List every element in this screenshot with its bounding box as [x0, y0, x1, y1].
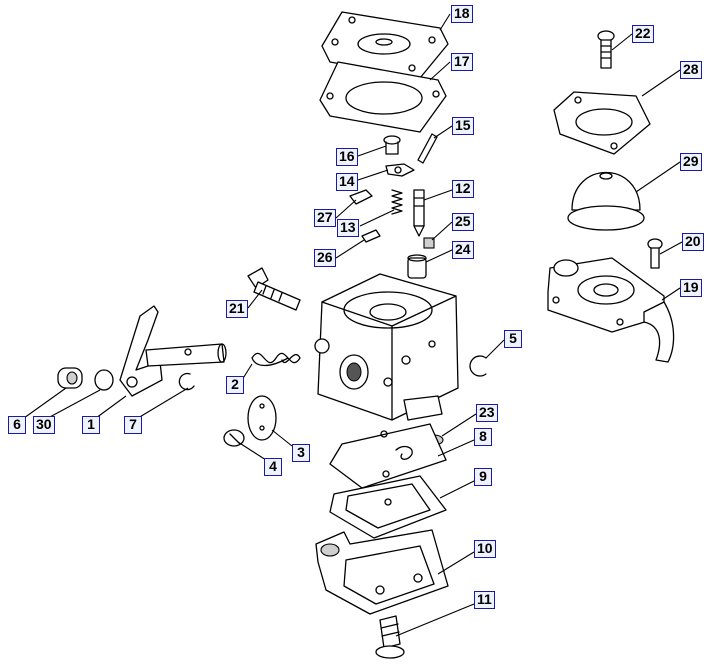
part-7-clip	[178, 372, 195, 391]
part-26-piece	[361, 229, 381, 243]
part-15-pin	[417, 133, 438, 164]
part-30-washer	[94, 369, 114, 391]
part-8-diaphragm	[329, 423, 447, 489]
part-24-jet	[407, 254, 427, 279]
callout-16[interactable]: 16	[336, 148, 358, 166]
part-29-primer-bulb	[567, 172, 645, 231]
carburetor-body	[314, 273, 459, 421]
callout-19[interactable]: 19	[680, 279, 702, 297]
callout-10[interactable]: 10	[474, 540, 496, 558]
callout-9[interactable]: 9	[474, 468, 492, 486]
part-3-plate	[247, 395, 277, 441]
callout-17[interactable]: 17	[451, 53, 473, 71]
part-22-screw	[597, 30, 615, 69]
callout-28[interactable]: 28	[680, 61, 702, 79]
callout-1[interactable]: 1	[82, 416, 100, 434]
part-1-throttle-shaft	[119, 305, 227, 397]
callout-23[interactable]: 23	[476, 404, 498, 422]
callout-22[interactable]: 22	[632, 25, 654, 43]
callout-20[interactable]: 20	[682, 233, 704, 251]
part-12-needle	[413, 189, 425, 237]
callout-18[interactable]: 18	[451, 5, 473, 23]
part-17-gasket	[319, 61, 447, 133]
callout-3[interactable]: 3	[292, 444, 310, 462]
callout-15[interactable]: 15	[452, 117, 474, 135]
callout-27[interactable]: 27	[314, 209, 336, 227]
callout-8[interactable]: 8	[474, 428, 492, 446]
part-21-adjusting-screw	[247, 267, 301, 311]
callout-25[interactable]: 25	[452, 213, 474, 231]
callout-4[interactable]: 4	[264, 458, 282, 476]
callout-30[interactable]: 30	[33, 416, 55, 434]
part-5-clip	[469, 355, 487, 377]
callout-21[interactable]: 21	[226, 300, 248, 318]
part-11-screw	[375, 615, 405, 659]
callout-14[interactable]: 14	[336, 173, 358, 191]
part-25-plug	[423, 237, 435, 249]
callout-24[interactable]: 24	[452, 241, 474, 259]
part-16-screw	[383, 135, 401, 155]
callout-2[interactable]: 2	[226, 376, 244, 394]
part-14-lever	[385, 163, 415, 177]
callout-12[interactable]: 12	[452, 180, 474, 198]
part-6-bushing	[57, 367, 83, 389]
part-28-gasket	[553, 91, 651, 155]
callout-5[interactable]: 5	[504, 330, 522, 348]
part-10-cover	[315, 529, 449, 615]
part-9-gasket	[329, 475, 447, 539]
part-19-pump-body	[547, 257, 675, 363]
callout-7[interactable]: 7	[124, 416, 142, 434]
leader-lines	[23, 13, 683, 637]
callout-6[interactable]: 6	[8, 416, 26, 434]
part-2-spring	[251, 352, 301, 367]
callout-13[interactable]: 13	[337, 219, 359, 237]
callout-29[interactable]: 29	[680, 153, 702, 171]
callout-11[interactable]: 11	[474, 591, 495, 609]
callout-26[interactable]: 26	[314, 249, 336, 267]
part-13-spring	[391, 189, 403, 215]
part-20-screw	[647, 238, 663, 269]
